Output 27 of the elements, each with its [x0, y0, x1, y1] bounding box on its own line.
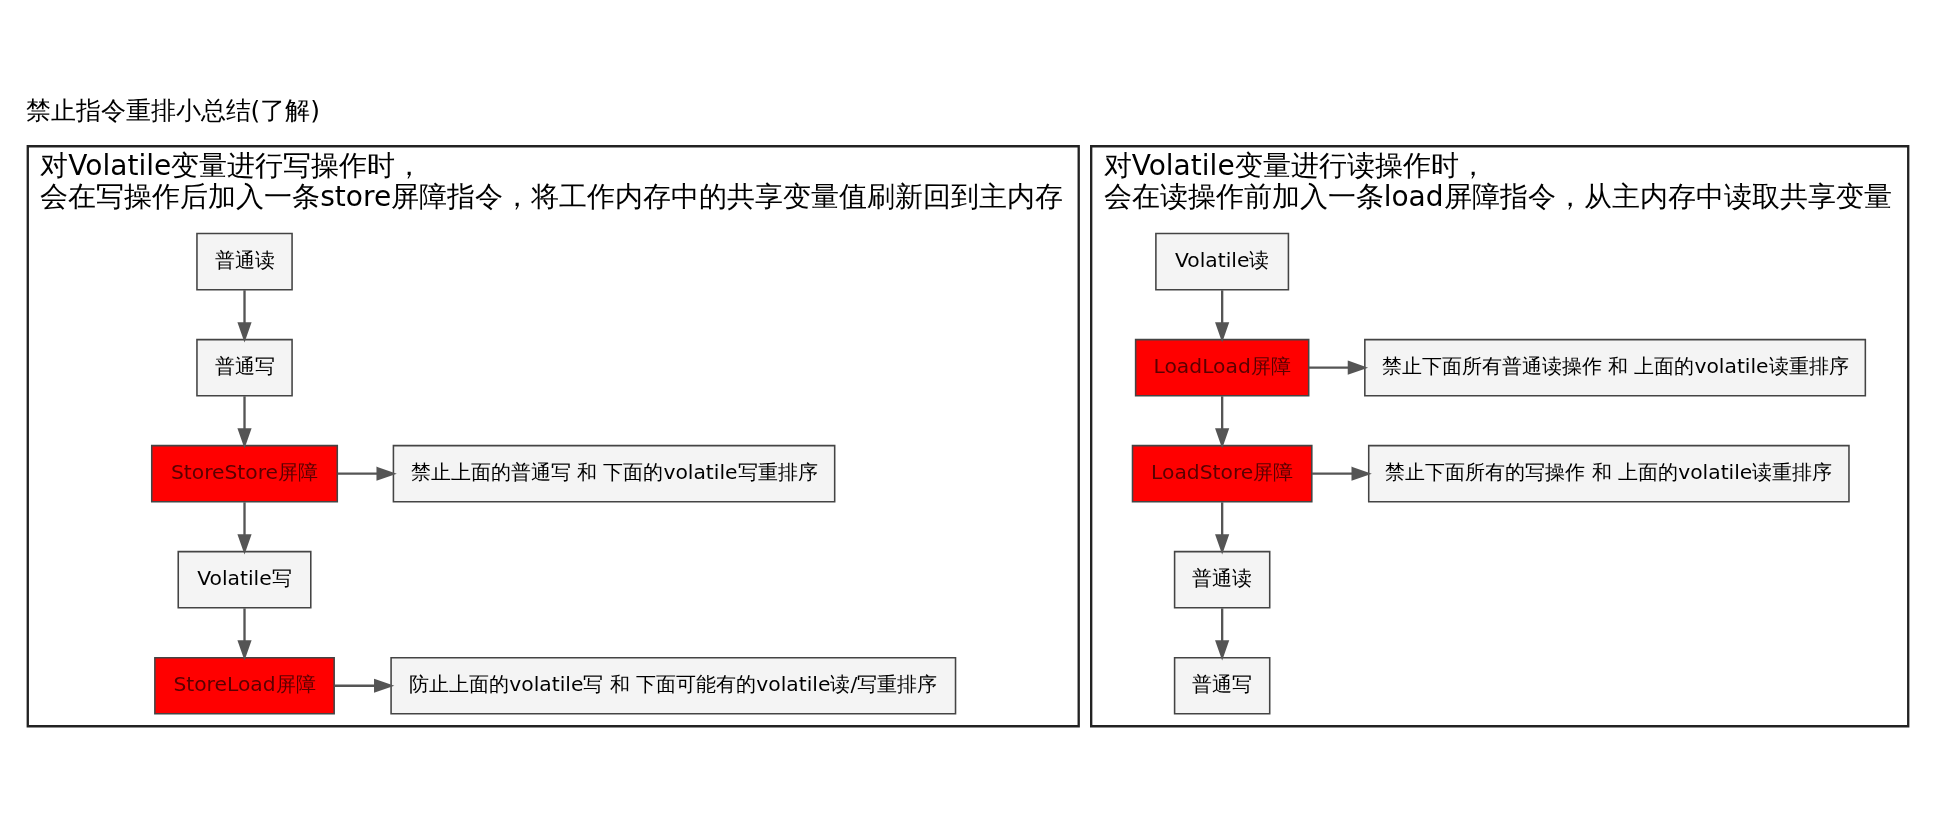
node-box: 普通读 — [195, 232, 293, 290]
arrow — [1308, 360, 1368, 375]
node-box: 普通读 — [1173, 550, 1270, 609]
node-box: LoadStore屏障 — [1131, 444, 1313, 503]
diagram-title: 禁止指令重排小总结(了解) — [25, 95, 320, 125]
node-box: Volatile写 — [176, 550, 312, 609]
arrow — [236, 395, 252, 448]
arrow — [1311, 466, 1372, 481]
node-box: LoadLoad屏障 — [1134, 338, 1309, 396]
node-box: Volatile读 — [1154, 232, 1289, 290]
arrow — [1214, 607, 1229, 661]
node-box: 禁止下面所有普通读操作 和 上面的volatile读重排序 — [1363, 338, 1866, 396]
node-box: StoreStore屏障 — [150, 444, 338, 503]
arrow — [1214, 289, 1229, 342]
node-box: 禁止上面的普通写 和 下面的volatile写重排序 — [392, 444, 835, 503]
node-box: StoreLoad屏障 — [153, 656, 335, 715]
arrow — [236, 501, 252, 554]
node-box: 防止上面的volatile写 和 下面可能有的volatile读/写重排序 — [389, 656, 956, 715]
arrow — [334, 678, 394, 693]
node-box: 普通写 — [1173, 656, 1270, 715]
arrow — [236, 289, 252, 342]
node-box: 普通写 — [195, 338, 293, 396]
arrow — [337, 466, 397, 481]
arrow — [1214, 395, 1229, 448]
arrow — [1214, 501, 1229, 554]
node-box: 禁止下面所有的写操作 和 上面的volatile读重排序 — [1367, 444, 1850, 503]
arrow — [236, 607, 252, 660]
